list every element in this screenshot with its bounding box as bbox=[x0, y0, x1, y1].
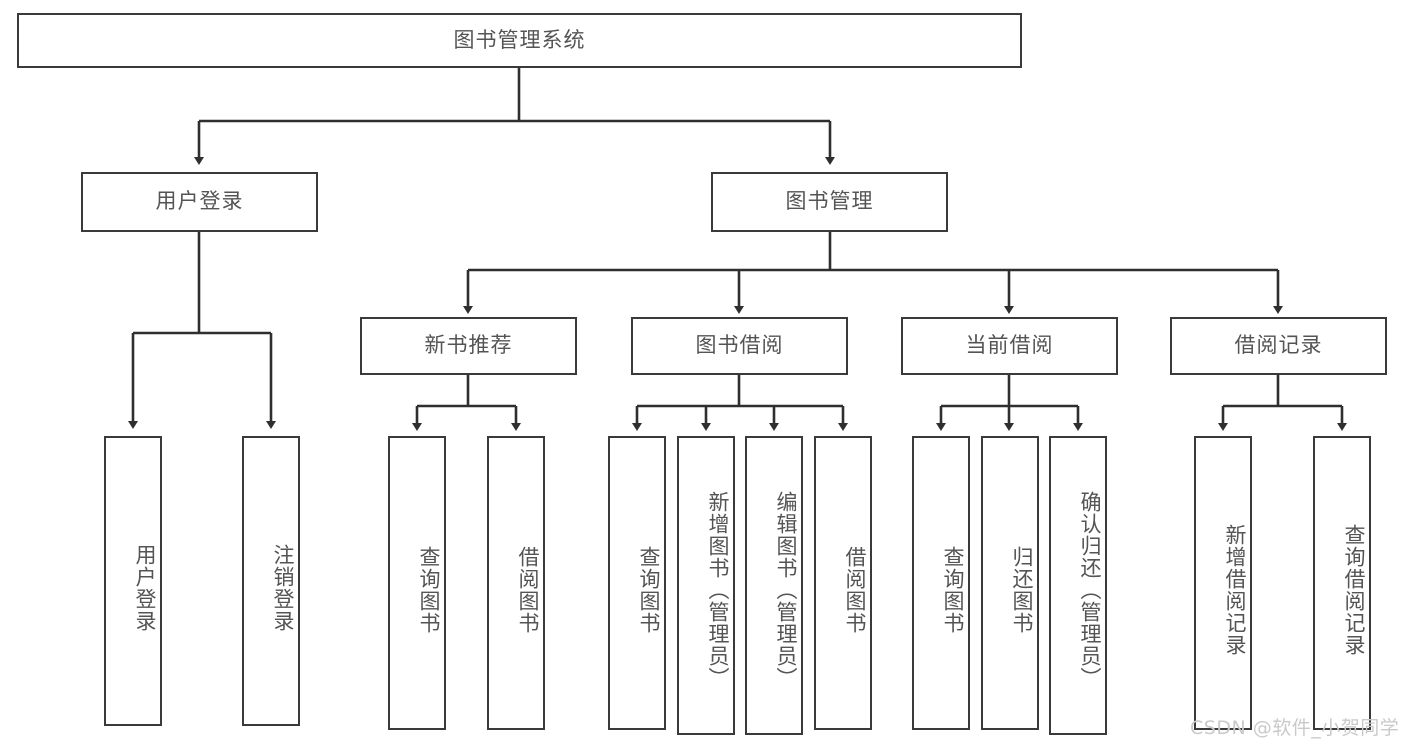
leaf-current-query-book-label: 查询图书 bbox=[941, 546, 965, 634]
node-book-management[interactable]: 图书管理 bbox=[711, 172, 948, 232]
node-user-login-label: 用户登录 bbox=[155, 189, 244, 214]
leaf-user-login[interactable]: 用户登录 bbox=[104, 436, 162, 726]
leaf-rec-query-book-label: 查询图书 bbox=[417, 546, 441, 634]
node-root[interactable]: 图书管理系统 bbox=[17, 13, 1022, 68]
leaf-borrow-borrow-book[interactable]: 借阅图书 bbox=[814, 436, 872, 730]
leaf-logout-label: 注销登录 bbox=[271, 544, 295, 632]
leaf-current-confirm-return-label: 确认归还（管理员） bbox=[1078, 490, 1102, 689]
leaf-current-return-book-label: 归还图书 bbox=[1010, 546, 1034, 634]
leaf-borrow-edit-book-label: 编辑图书（管理员） bbox=[774, 490, 798, 689]
leaf-current-query-book[interactable]: 查询图书 bbox=[912, 436, 970, 730]
node-book-borrow[interactable]: 图书借阅 bbox=[631, 317, 848, 375]
leaf-borrow-add-book[interactable]: 新增图书（管理员） bbox=[677, 436, 735, 735]
leaf-record-add[interactable]: 新增借阅记录 bbox=[1194, 436, 1252, 730]
leaf-rec-query-book[interactable]: 查询图书 bbox=[388, 436, 446, 730]
leaf-borrow-borrow-book-label: 借阅图书 bbox=[843, 546, 867, 634]
leaf-record-add-label: 新增借阅记录 bbox=[1223, 524, 1247, 656]
leaf-record-query-label: 查询借阅记录 bbox=[1342, 524, 1366, 656]
watermark: CSDN @软件_小贺同学 bbox=[1190, 717, 1400, 739]
leaf-user-login-label: 用户登录 bbox=[133, 544, 157, 632]
leaf-current-confirm-return[interactable]: 确认归还（管理员） bbox=[1049, 436, 1107, 735]
leaf-current-return-book[interactable]: 归还图书 bbox=[981, 436, 1039, 730]
node-new-book-recommend[interactable]: 新书推荐 bbox=[360, 317, 577, 375]
node-root-label: 图书管理系统 bbox=[453, 27, 586, 52]
leaf-borrow-query-book[interactable]: 查询图书 bbox=[608, 436, 666, 730]
leaf-rec-borrow-book[interactable]: 借阅图书 bbox=[487, 436, 545, 730]
leaf-borrow-add-book-label: 新增图书（管理员） bbox=[706, 490, 730, 689]
node-current-borrow[interactable]: 当前借阅 bbox=[901, 317, 1118, 375]
leaf-logout[interactable]: 注销登录 bbox=[242, 436, 300, 726]
leaf-record-query[interactable]: 查询借阅记录 bbox=[1313, 436, 1371, 730]
leaf-borrow-query-book-label: 查询图书 bbox=[637, 546, 661, 634]
leaf-rec-borrow-book-label: 借阅图书 bbox=[516, 546, 540, 634]
node-book-borrow-label: 图书借阅 bbox=[695, 333, 784, 358]
node-current-borrow-label: 当前借阅 bbox=[965, 333, 1054, 358]
node-borrow-record[interactable]: 借阅记录 bbox=[1170, 317, 1387, 375]
node-borrow-record-label: 借阅记录 bbox=[1234, 333, 1323, 358]
node-book-management-label: 图书管理 bbox=[785, 189, 874, 214]
node-new-book-recommend-label: 新书推荐 bbox=[424, 333, 513, 358]
leaf-borrow-edit-book[interactable]: 编辑图书（管理员） bbox=[745, 436, 803, 735]
node-user-login[interactable]: 用户登录 bbox=[81, 172, 318, 232]
